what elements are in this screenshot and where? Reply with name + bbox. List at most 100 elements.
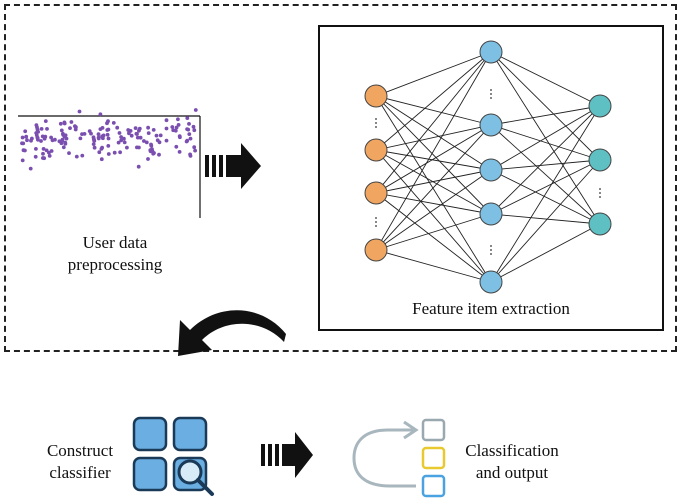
output-list-icon bbox=[352, 418, 446, 498]
scatter-point bbox=[100, 145, 104, 150]
scatter-point bbox=[49, 149, 54, 153]
scatter-point bbox=[157, 152, 161, 157]
scatter-point bbox=[178, 135, 182, 140]
scatter-point bbox=[106, 144, 111, 148]
scatter-point bbox=[20, 135, 25, 140]
scatter-point bbox=[188, 152, 193, 157]
output-node bbox=[588, 212, 612, 236]
scatter-point bbox=[118, 150, 122, 155]
scatter-point bbox=[187, 122, 191, 126]
ellipsis-dot bbox=[490, 249, 492, 251]
network-edge bbox=[375, 169, 492, 194]
scatter-point bbox=[122, 140, 127, 145]
scatter-point bbox=[20, 158, 25, 163]
hidden-node bbox=[479, 202, 503, 226]
scatter-point bbox=[97, 150, 102, 155]
input-node bbox=[364, 84, 388, 108]
scatter-point bbox=[80, 153, 85, 158]
network-edge bbox=[375, 51, 492, 151]
scatter-point bbox=[50, 138, 55, 143]
network-edge bbox=[375, 124, 492, 194]
network-edge bbox=[490, 105, 601, 283]
network-edge bbox=[375, 213, 492, 251]
block-arrow-right-icon bbox=[205, 143, 261, 189]
scatter-point bbox=[170, 125, 175, 129]
scatter-point bbox=[105, 121, 109, 126]
scatter-point bbox=[59, 128, 64, 133]
scatter-point bbox=[59, 141, 64, 146]
scatter-point bbox=[106, 136, 111, 141]
scatter-point bbox=[142, 139, 146, 143]
scatter-point bbox=[111, 121, 116, 125]
ellipsis-dot bbox=[375, 217, 377, 219]
scatter-point bbox=[43, 119, 48, 123]
hidden-node bbox=[479, 158, 503, 182]
scatter-point bbox=[164, 118, 169, 123]
scatter-point bbox=[36, 130, 40, 134]
scatter-point bbox=[99, 157, 104, 162]
scatter-point bbox=[146, 125, 151, 130]
scatter-point bbox=[171, 128, 176, 133]
network-edge bbox=[375, 95, 492, 171]
scatter-point bbox=[106, 127, 111, 132]
scatter-point bbox=[61, 145, 66, 150]
scatter-point bbox=[129, 133, 134, 138]
scatter-point bbox=[67, 151, 71, 156]
scatter-point bbox=[192, 128, 197, 133]
scatter-point bbox=[47, 154, 52, 158]
feature-extraction-label: Feature item extraction bbox=[412, 299, 570, 318]
scatter-point bbox=[136, 164, 141, 169]
scatter-point bbox=[91, 142, 96, 147]
scatter-point bbox=[158, 133, 163, 138]
scatter-point bbox=[69, 120, 74, 124]
scatter-point bbox=[125, 145, 129, 150]
scatter-point bbox=[133, 126, 138, 130]
scatter-point bbox=[174, 144, 179, 149]
network-edge bbox=[490, 124, 601, 225]
scatter-point bbox=[106, 152, 111, 156]
classification-output-label: Classification and output bbox=[465, 441, 559, 482]
network-edge bbox=[375, 192, 492, 283]
scatter-point bbox=[39, 139, 43, 143]
scatter-point bbox=[193, 148, 198, 153]
scatter-point bbox=[138, 135, 143, 140]
scatter-point bbox=[137, 145, 141, 150]
network-edge bbox=[375, 249, 492, 283]
network-edge bbox=[375, 149, 492, 283]
output-node bbox=[588, 148, 612, 172]
scatter-point bbox=[144, 140, 149, 145]
network-edge bbox=[375, 95, 492, 215]
ellipsis-dot bbox=[599, 188, 601, 190]
scatter-point bbox=[33, 154, 38, 159]
scatter-point bbox=[188, 136, 193, 141]
scatter-point bbox=[25, 138, 29, 143]
scatter-point bbox=[74, 125, 78, 130]
scatter-point bbox=[41, 147, 46, 151]
scatter-point bbox=[30, 136, 34, 141]
pipeline-frame bbox=[4, 4, 677, 352]
scatter-point bbox=[112, 150, 117, 155]
scatter-point bbox=[176, 117, 180, 122]
network-edge bbox=[490, 124, 601, 161]
network-edge bbox=[490, 51, 601, 107]
hidden-node bbox=[479, 270, 503, 294]
scatter-point bbox=[77, 109, 82, 114]
scatter-point bbox=[185, 127, 190, 131]
scatter-point bbox=[116, 140, 121, 145]
preprocessing-label: User data preprocessing bbox=[67, 233, 163, 274]
curved-arrow-icon bbox=[178, 310, 286, 356]
scatter-point bbox=[119, 135, 123, 139]
scatter-point bbox=[100, 126, 105, 130]
scatter-point bbox=[49, 135, 53, 140]
network-ellipsis bbox=[375, 89, 601, 255]
scatter-point bbox=[119, 138, 124, 143]
scatter-point bbox=[20, 141, 24, 146]
scatter-point bbox=[135, 132, 139, 136]
network-edge bbox=[490, 223, 601, 283]
hidden-node bbox=[479, 40, 503, 64]
network-edge bbox=[490, 159, 601, 215]
scatter-point bbox=[62, 121, 67, 126]
scatter-point bbox=[45, 126, 49, 131]
network-edge bbox=[490, 159, 601, 283]
ellipsis-dot bbox=[599, 196, 601, 198]
